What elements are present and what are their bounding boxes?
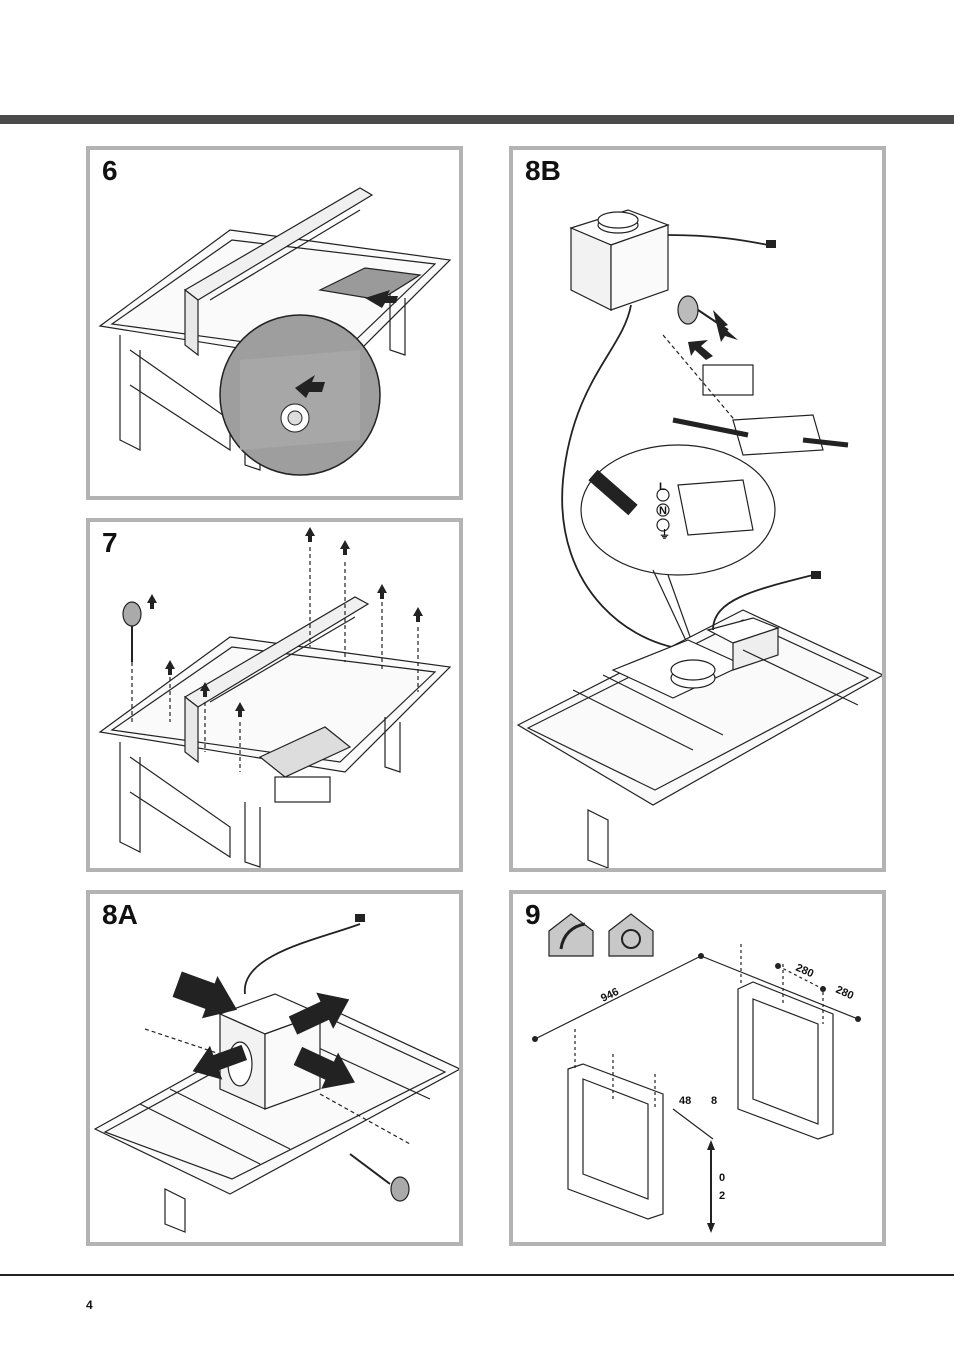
dimension-spacing-b: 280 xyxy=(834,984,856,1002)
terminal-l-label: L xyxy=(659,481,666,493)
terminal-earth-label: ⏚ xyxy=(659,528,670,541)
figure-8b-illustration: L N ⏚ xyxy=(513,150,882,868)
plug-icon xyxy=(766,240,776,248)
figure-8b-panel: 8B xyxy=(509,146,886,872)
dimension-label-b: 8 xyxy=(711,1095,717,1107)
figure-7-panel: 7 xyxy=(86,518,463,872)
dimension-label-a: 48 xyxy=(679,1095,691,1107)
arrow-icon xyxy=(688,340,713,360)
dimension-spacing-a: 280 xyxy=(794,962,816,980)
dimension-width: 946 xyxy=(599,986,621,1005)
figure-9-panel: 9 xyxy=(509,890,886,1246)
plug-icon xyxy=(811,571,821,579)
extraction-mode-icon xyxy=(549,914,593,956)
recirculation-mode-icon xyxy=(609,914,653,956)
arrow-up-icon xyxy=(165,660,175,675)
figure-6-illustration xyxy=(90,150,459,496)
terminal-n-label: N xyxy=(659,505,667,517)
figure-7-illustration xyxy=(90,522,459,868)
arrow-up-icon xyxy=(305,527,315,542)
dimension-height-a: 0 xyxy=(719,1172,725,1184)
figure-6-panel: 6 xyxy=(86,146,463,500)
figure-9-illustration: 946 280 280 48 8 0 2 xyxy=(513,894,882,1242)
page-number: 4 xyxy=(86,1298,93,1312)
arrow-icon xyxy=(713,310,738,342)
plug-icon xyxy=(355,914,365,922)
dimension-height-b: 2 xyxy=(719,1190,725,1202)
arrow-up-icon xyxy=(340,540,350,555)
figure-8a-panel: 8A xyxy=(86,890,463,1246)
header-rule xyxy=(0,115,954,124)
figure-8a-illustration xyxy=(90,894,459,1242)
arrow-up-icon xyxy=(377,584,387,599)
footer-rule xyxy=(0,1274,954,1276)
arrow-up-icon xyxy=(413,607,423,622)
arrow-up-icon xyxy=(147,594,157,609)
